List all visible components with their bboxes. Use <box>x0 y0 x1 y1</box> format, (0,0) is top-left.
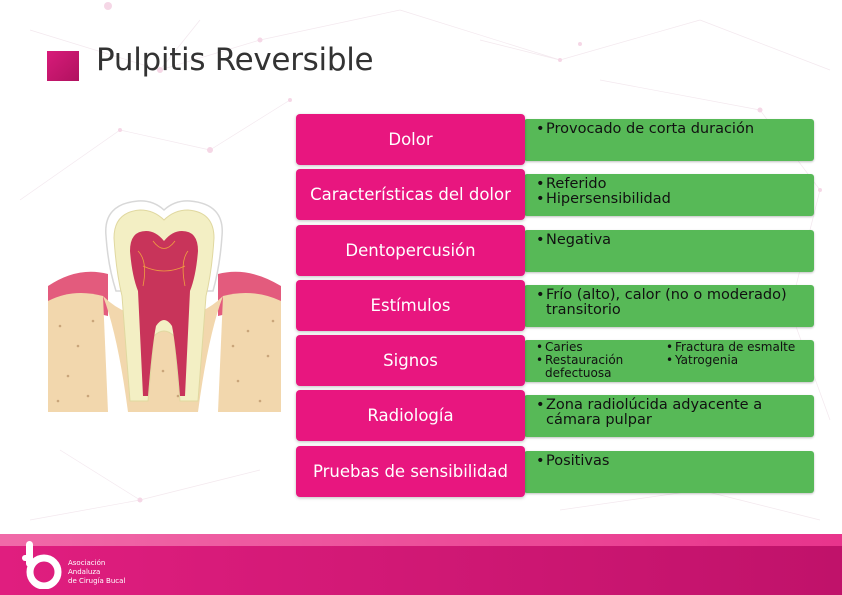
value-item: Zona radiolúcida adyacente a cámara pulp… <box>536 398 808 428</box>
org-line: Andaluza <box>68 568 101 576</box>
value-item: Provocado de corta duración <box>536 122 808 138</box>
title-marker <box>47 51 79 81</box>
page-title: Pulpitis Reversible <box>96 42 374 78</box>
row-value: Caries Fractura de esmalte Restauración … <box>524 340 814 382</box>
value-item: Positivas <box>536 454 808 470</box>
value-item: Hipersensibilidad <box>536 192 808 208</box>
tooth-illustration <box>48 200 281 412</box>
row-dolor: Dolor Provocado de corta duración <box>296 114 816 165</box>
row-label: Signos <box>296 335 525 386</box>
row-label: Estímulos <box>296 280 525 331</box>
value-item: Negativa <box>536 233 808 249</box>
row-label: Pruebas de sensibilidad <box>296 446 525 497</box>
row-value: Negativa <box>524 230 814 272</box>
value-item: Caries <box>536 341 666 355</box>
row-label: Radiología <box>296 390 525 441</box>
row-estimulos: Estímulos Frío (alto), calor (no o moder… <box>296 280 816 331</box>
row-label: Dentopercusión <box>296 225 525 276</box>
row-caracteristicas: Características del dolor Referido Hiper… <box>296 169 816 220</box>
footer-stripe <box>0 534 842 546</box>
value-item: Restauración defectuosa <box>536 354 666 380</box>
value-item: Fractura de esmalte <box>666 341 806 355</box>
logo-icon <box>22 541 62 589</box>
org-line: de Cirugía Bucal <box>68 577 126 585</box>
value-item: Referido <box>536 177 808 193</box>
row-value: Provocado de corta duración <box>524 119 814 161</box>
row-value: Zona radiolúcida adyacente a cámara pulp… <box>524 395 814 437</box>
row-label: Dolor <box>296 114 525 165</box>
row-pruebas: Pruebas de sensibilidad Positivas <box>296 446 816 497</box>
value-item: Frío (alto), calor (no o moderado) trans… <box>536 288 808 318</box>
footer-band <box>0 546 842 595</box>
org-line: Asociación <box>68 559 106 567</box>
organization-name: Asociación Andaluza de Cirugía Bucal <box>68 559 125 586</box>
row-value: Frío (alto), calor (no o moderado) trans… <box>524 285 814 327</box>
row-dentopercusion: Dentopercusión Negativa <box>296 225 816 276</box>
row-radiologia: Radiología Zona radiolúcida adyacente a … <box>296 390 816 441</box>
row-value: Referido Hipersensibilidad <box>524 174 814 216</box>
row-value: Positivas <box>524 451 814 493</box>
value-item: Yatrogenia <box>666 354 806 380</box>
row-label: Características del dolor <box>296 169 525 220</box>
row-signos: Signos Caries Fractura de esmalte Restau… <box>296 335 816 386</box>
